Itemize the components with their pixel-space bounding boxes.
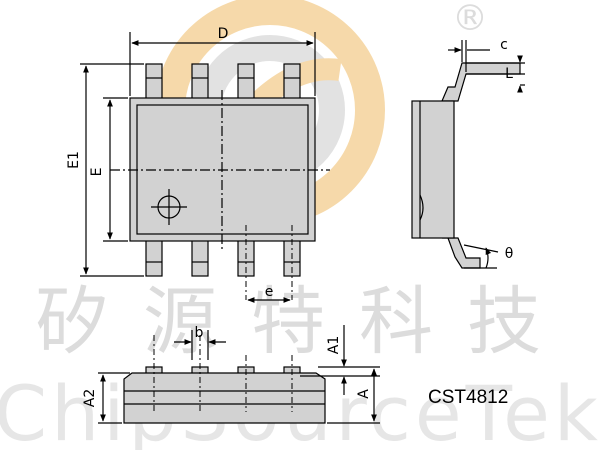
label-c: c bbox=[500, 37, 508, 53]
label-L: L bbox=[505, 66, 513, 82]
label-E1: E1 bbox=[66, 151, 82, 169]
package-body-end bbox=[123, 372, 326, 424]
label-E: E bbox=[89, 168, 105, 177]
registered-mark: ® bbox=[452, 0, 488, 39]
end-view bbox=[98, 325, 380, 424]
side-view bbox=[411, 40, 525, 269]
pin1-marker-icon bbox=[151, 189, 187, 225]
label-D: D bbox=[218, 26, 229, 42]
label-A: A bbox=[356, 389, 372, 399]
top-view bbox=[80, 32, 330, 303]
bottom-leads bbox=[145, 239, 301, 277]
package-body-side bbox=[411, 100, 455, 239]
label-e: e bbox=[265, 284, 274, 300]
watermark-chinese-text: 矽源特科技 bbox=[35, 279, 575, 365]
label-A1: A1 bbox=[326, 336, 342, 354]
label-A2: A2 bbox=[82, 389, 98, 407]
part-number: CST4812 bbox=[428, 387, 508, 408]
dimension-theta-arc bbox=[485, 247, 492, 269]
dimension-labels: D E1 E e b c L θ A1 A2 A CST4812 bbox=[66, 26, 513, 408]
label-theta: θ bbox=[505, 246, 514, 262]
side-lower-lead bbox=[442, 237, 481, 269]
label-b: b bbox=[195, 325, 204, 341]
